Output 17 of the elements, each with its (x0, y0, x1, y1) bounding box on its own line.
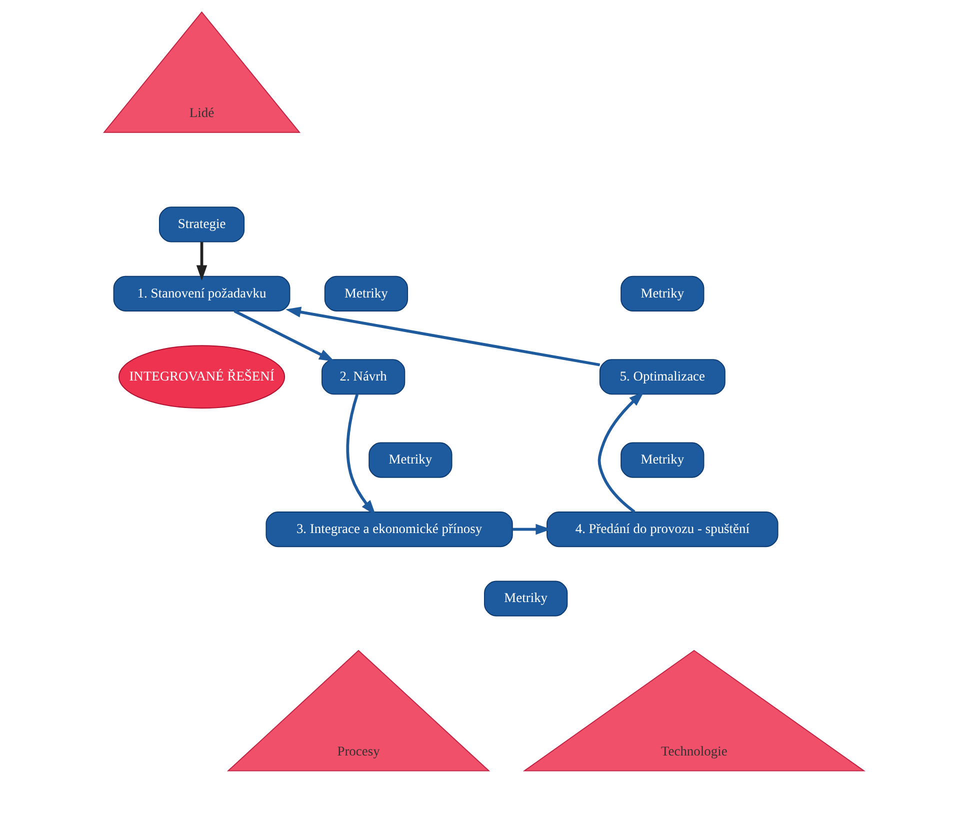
arrow (196, 242, 207, 281)
node-box: 1. Stanovení požadavku (112, 276, 290, 312)
node-ellipse: INTEGROVANÉ ŘEŠENÍ (118, 345, 285, 409)
node-box: 3. Integrace a ekonomické přínosy (265, 512, 512, 548)
node-box: 5. Optimalizace (598, 359, 725, 395)
arrow (284, 306, 600, 366)
node-box: Metriky (368, 442, 452, 478)
node-box: Metriky (620, 442, 704, 478)
node-box: Strategie (158, 206, 244, 242)
node-box: Metriky (620, 276, 704, 312)
arrow (346, 394, 376, 516)
node-box: Metriky (324, 276, 408, 312)
arrow (597, 391, 644, 513)
node-box: Metriky (484, 580, 568, 616)
node-box: 2. Návrh (321, 359, 405, 395)
arrow (233, 310, 334, 362)
node-box: 4. Předání do provozu - spuštění (546, 512, 778, 548)
